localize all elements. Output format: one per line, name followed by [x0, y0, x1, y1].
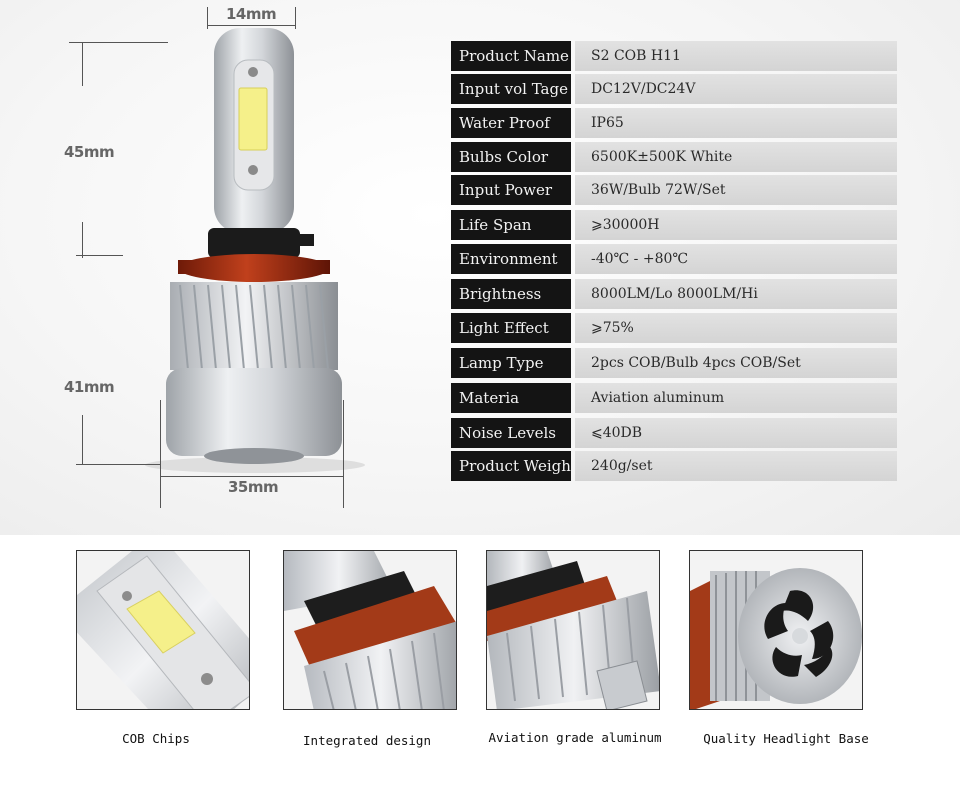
- dim-base-line: [160, 476, 344, 477]
- feature-thumb-integrated-design: [283, 550, 457, 710]
- dim-mid-line: [76, 255, 123, 256]
- led-bulb-image: [145, 28, 365, 473]
- spec-value: 8000LM/Lo 8000LM/Hi: [575, 279, 897, 309]
- spec-label: Lamp Type: [451, 348, 571, 378]
- spec-value: 36W/Bulb 72W/Set: [575, 175, 897, 205]
- feature-thumb-headlight-base: [689, 550, 863, 710]
- spec-value: S2 COB H11: [575, 41, 897, 71]
- spec-row: Life Span⩾30000H: [451, 210, 899, 240]
- spec-label: Product Name: [451, 41, 571, 71]
- spec-row: Environment-40℃ - +80℃: [451, 244, 899, 274]
- spec-label: Light Effect: [451, 313, 571, 343]
- feature-caption-aviation-aluminum: Aviation grade aluminum: [488, 730, 662, 745]
- spec-value: 6500K±500K White: [575, 142, 897, 172]
- spec-label: Input Power: [451, 175, 571, 205]
- spec-value: ⩾75%: [575, 313, 897, 343]
- spec-label: Water Proof: [451, 108, 571, 138]
- spec-value: DC12V/DC24V: [575, 74, 897, 104]
- dim-upper-height: 45mm: [64, 143, 115, 161]
- feature-caption-headlight-base: Quality Headlight Base: [703, 731, 869, 746]
- dim-base-width: 35mm: [228, 478, 279, 496]
- dim-lower-vertical: [82, 415, 83, 465]
- dim-base-left-tick: [160, 400, 161, 508]
- dim-top-line: [207, 25, 296, 26]
- spec-value: -40℃ - +80℃: [575, 244, 897, 274]
- dim-upper-top-line: [69, 42, 168, 43]
- spec-label: Environment: [451, 244, 571, 274]
- cob-chip-image: [77, 551, 249, 709]
- spec-label: Product Weight: [451, 451, 571, 481]
- dim-lower-height: 41mm: [64, 378, 115, 396]
- headlight-base-image: [690, 551, 862, 709]
- spec-label: Materia: [451, 383, 571, 413]
- spec-value: ⩽40DB: [575, 418, 897, 448]
- spec-value: IP65: [575, 108, 897, 138]
- dim-top-right-tick: [295, 7, 296, 29]
- dim-top-left-tick: [207, 7, 208, 29]
- dim-base-right-tick: [343, 400, 344, 508]
- dim-lower-bottom-line: [76, 464, 160, 465]
- spec-label: Brightness: [451, 279, 571, 309]
- spec-label: Input vol Tage: [451, 74, 571, 104]
- feature-thumb-cob-chips: [76, 550, 250, 710]
- dim-upper-vertical-low: [82, 222, 83, 258]
- spec-row: Light Effect⩾75%: [451, 313, 899, 343]
- spec-value: 2pcs COB/Bulb 4pcs COB/Set: [575, 348, 897, 378]
- aviation-aluminum-image: [487, 551, 659, 709]
- spec-label: Noise Levels: [451, 418, 571, 448]
- integrated-design-image: [284, 551, 456, 709]
- dim-top-width: 14mm: [226, 5, 277, 23]
- spec-value: 240g/set: [575, 451, 897, 481]
- spec-value: Aviation aluminum: [575, 383, 897, 413]
- feature-thumb-aviation-aluminum: [486, 550, 660, 710]
- spec-row: Noise Levels⩽40DB: [451, 418, 899, 448]
- feature-caption-cob-chips: COB Chips: [122, 731, 190, 746]
- spec-label: Bulbs Color: [451, 142, 571, 172]
- dim-upper-vertical: [82, 42, 83, 86]
- feature-caption-integrated-design: Integrated design: [303, 733, 431, 748]
- spec-label: Life Span: [451, 210, 571, 240]
- spec-value: ⩾30000H: [575, 210, 897, 240]
